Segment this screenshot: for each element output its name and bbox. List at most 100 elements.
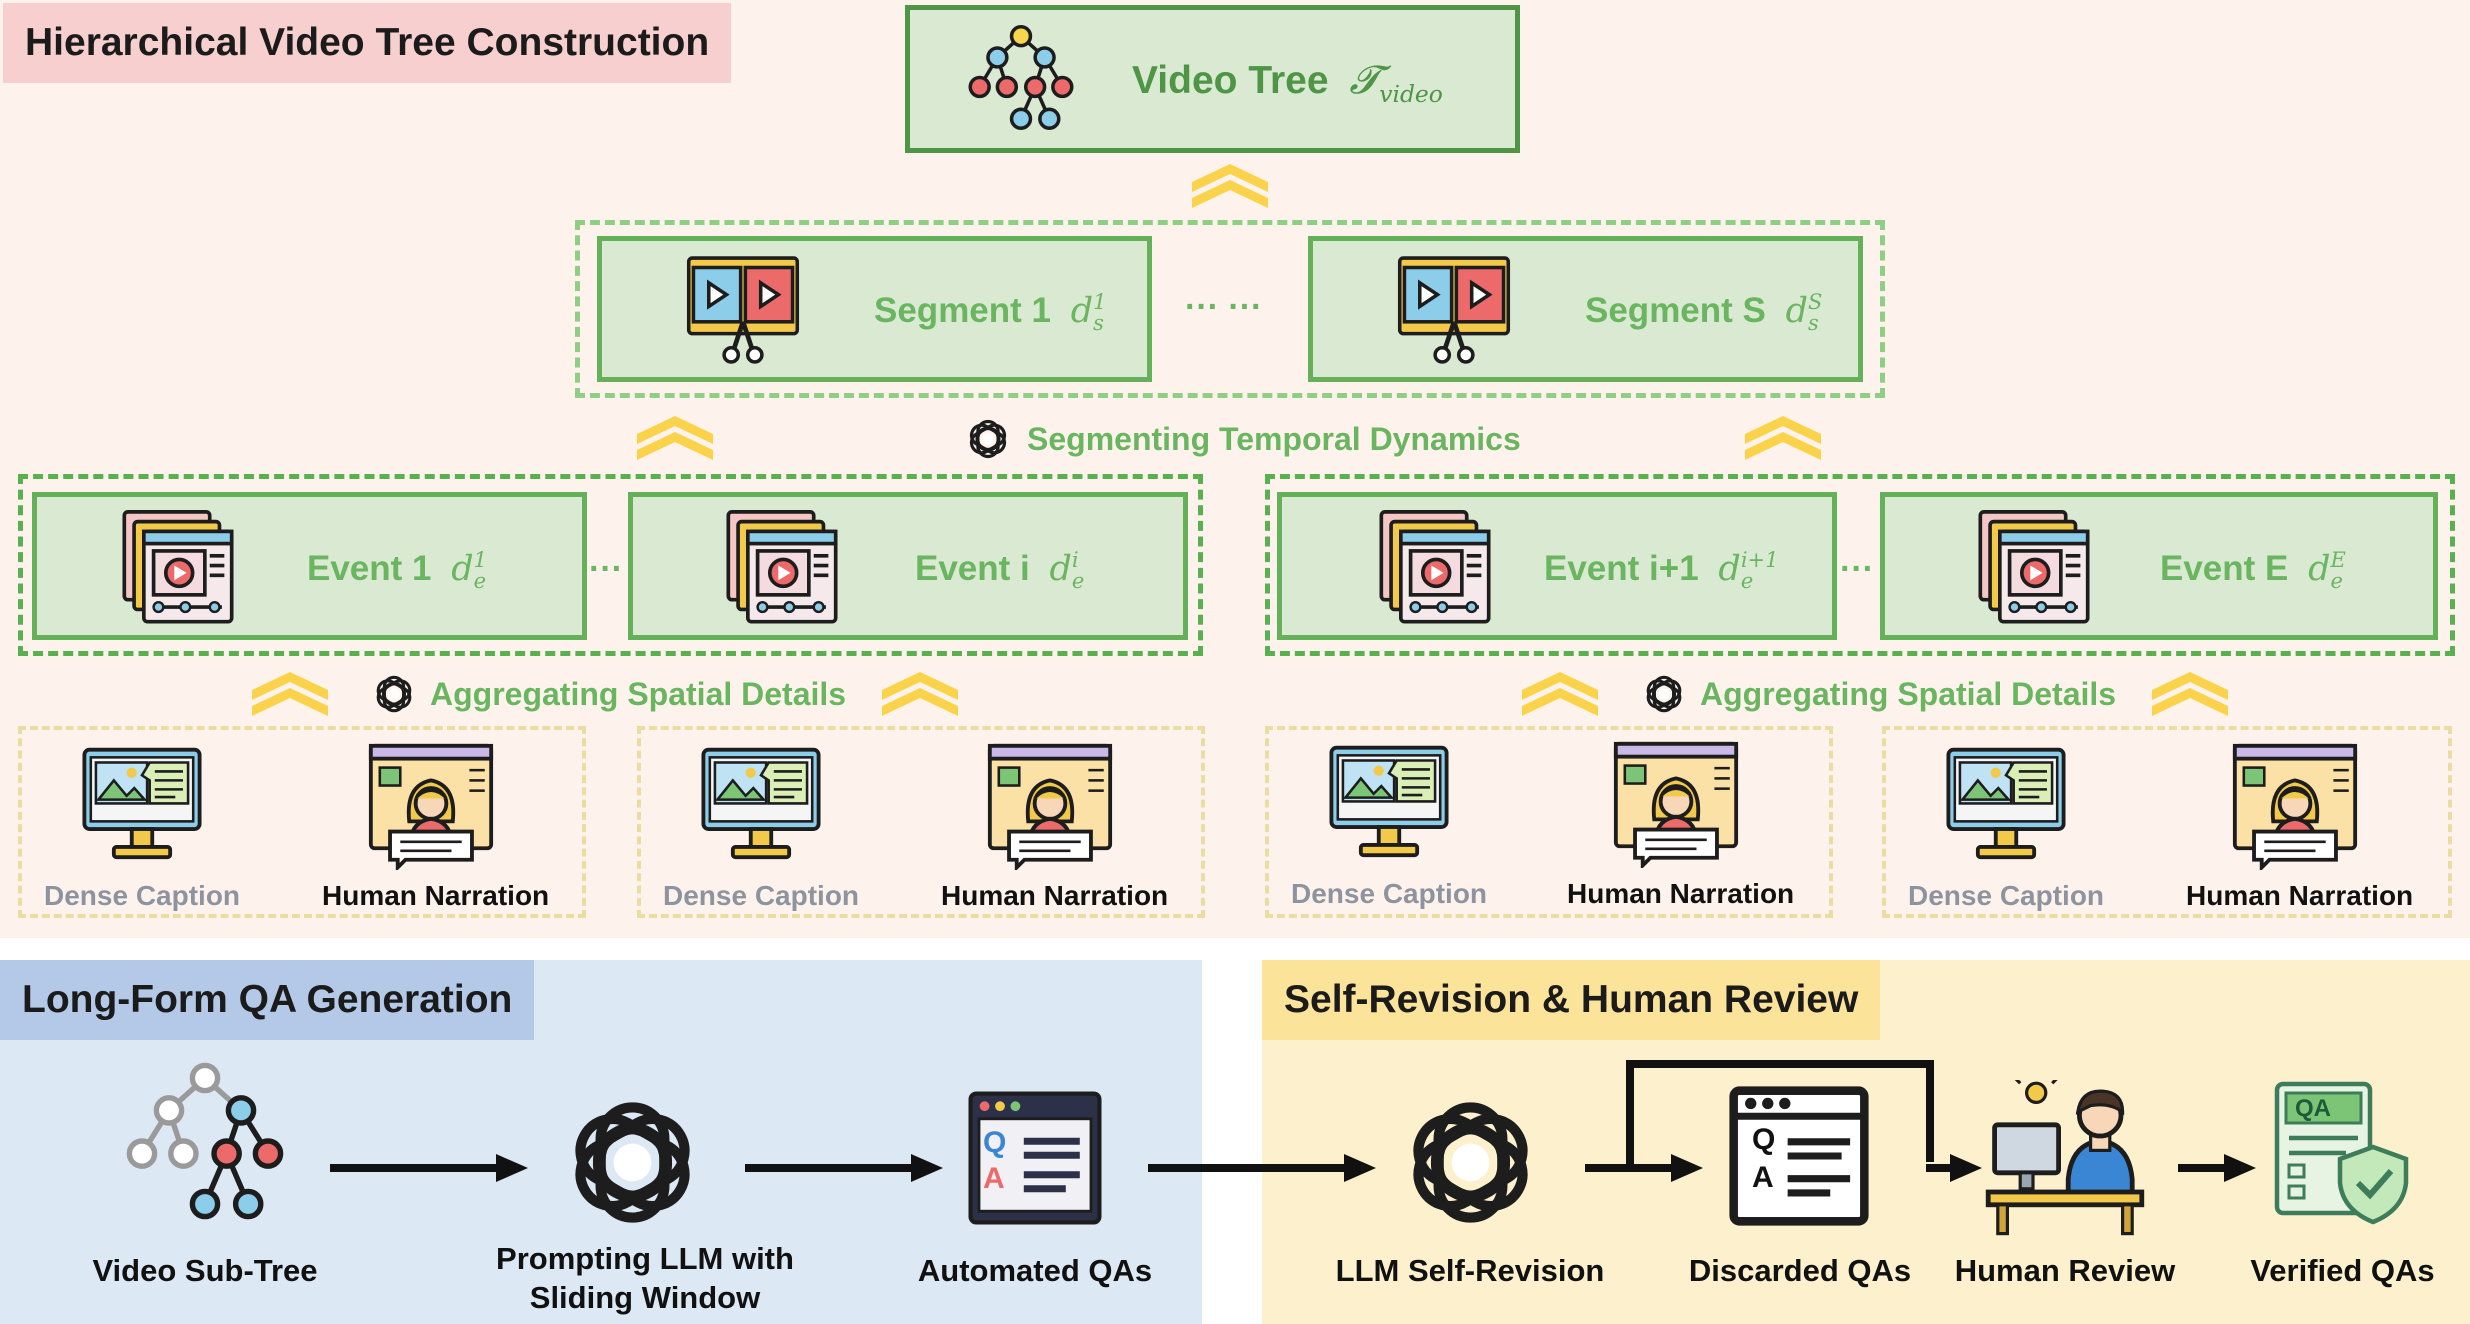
dense-caption-label: Dense Caption bbox=[1291, 878, 1488, 909]
automated-qas-label: Automated QAs bbox=[917, 1253, 1153, 1288]
chevron-up-icon bbox=[250, 668, 330, 716]
segment-math-s-sup: S bbox=[1808, 289, 1823, 314]
verified-qa-certificate: QA bbox=[2265, 1078, 2415, 1228]
chevron-up-icon bbox=[880, 668, 960, 716]
event-math-i-plus-1-symbol: d bbox=[1718, 549, 1741, 589]
aggregating-text-right: Aggregating Spatial Details bbox=[1700, 675, 2117, 712]
clip-scissors-icon bbox=[1395, 251, 1513, 369]
caption-group-1: Dense Caption Human Narration bbox=[18, 726, 586, 918]
event-label-i-text: Event i bbox=[915, 549, 1030, 588]
arrow-right-icon bbox=[330, 1154, 528, 1182]
dense-caption-label: Dense Caption bbox=[663, 880, 860, 911]
caption-group-3: Dense Caption Human Narration bbox=[1265, 726, 1833, 918]
event-math-1-symbol: d bbox=[451, 549, 474, 589]
dense-caption-label: Dense Caption bbox=[1908, 880, 2105, 911]
video-stack-icon bbox=[1374, 507, 1496, 629]
segment-label-1-text: Segment 1 bbox=[874, 291, 1051, 330]
event-math-e-symbol: d bbox=[2308, 549, 2331, 589]
caption-group-4: Dense Caption Human Narration bbox=[1882, 726, 2452, 918]
chevron-up-icon bbox=[635, 412, 715, 460]
human-narration-icon bbox=[2228, 742, 2362, 870]
events-group-left bbox=[18, 474, 1203, 656]
video-stack-icon bbox=[721, 507, 843, 629]
section-title-qa-generation: Long-Form QA Generation bbox=[0, 960, 535, 1040]
q-letter: Q bbox=[1752, 1123, 1776, 1156]
human-review-label: Human Review bbox=[1954, 1253, 2176, 1288]
prompting-llm-label: Prompting LLM with Sliding Window bbox=[470, 1240, 820, 1318]
openai-logo-icon bbox=[965, 416, 1011, 462]
image-caption-monitor-icon bbox=[78, 742, 206, 870]
section-title-tree-construction: Hierarchical Video Tree Construction bbox=[3, 3, 732, 83]
a-letter: A bbox=[983, 1162, 1005, 1195]
prompting-llm-line1: Prompting LLM with bbox=[496, 1241, 794, 1276]
video-subtree-icon bbox=[115, 1060, 295, 1240]
verified-qas-label: Verified QAs bbox=[2250, 1253, 2435, 1288]
human-narration-label: Human Narration bbox=[2186, 880, 2414, 911]
verified-shield-icon bbox=[2265, 1078, 2415, 1228]
event-math-i-plus-1-sub: e bbox=[1740, 568, 1754, 593]
segments-group bbox=[575, 220, 1885, 398]
segment-math-1-symbol: d bbox=[1070, 291, 1094, 331]
event-label-e-text: Event E bbox=[2160, 549, 2289, 588]
video-subtree-label: Video Sub-Tree bbox=[92, 1253, 318, 1288]
chevron-up-icon bbox=[2150, 668, 2230, 716]
discarded-window-icon bbox=[1728, 1085, 1870, 1227]
human-review-icon bbox=[1985, 1080, 2145, 1240]
event-label-i-plus-1-text: Event i+1 bbox=[1544, 549, 1699, 588]
event-math-i-plus-1-sup: i+1 bbox=[1740, 547, 1779, 572]
chevron-up-icon bbox=[1190, 160, 1270, 208]
aggregating-phrase-right: Aggregating Spatial Details bbox=[1642, 672, 2116, 716]
prompting-llm-line2: Sliding Window bbox=[529, 1279, 761, 1315]
chevron-up-icon bbox=[1743, 412, 1823, 460]
openai-logo-icon bbox=[1642, 672, 1686, 716]
caption-group-2: Dense Caption Human Narration bbox=[637, 726, 1205, 918]
human-narration-icon bbox=[983, 742, 1117, 870]
aggregating-phrase-left: Aggregating Spatial Details bbox=[372, 672, 846, 716]
human-narration-icon bbox=[364, 742, 498, 870]
openai-logo-icon bbox=[372, 672, 416, 716]
video-tree-math-symbol: 𝓣 bbox=[1349, 58, 1380, 103]
video-stack-icon bbox=[117, 507, 239, 629]
event-math-e-sub: e bbox=[2330, 568, 2343, 593]
segmenting-text: Segmenting Temporal Dynamics bbox=[1027, 420, 1521, 457]
segmenting-phrase: Segmenting Temporal Dynamics bbox=[965, 416, 1521, 462]
video-stack-icon bbox=[1973, 507, 2095, 629]
segment-label-s-text: Segment S bbox=[1585, 291, 1766, 330]
segment-math-s-symbol: d bbox=[1785, 291, 1809, 331]
openai-logo-icon bbox=[1398, 1090, 1543, 1235]
arrow-right-icon bbox=[1148, 1154, 1376, 1182]
clip-scissors-icon bbox=[684, 251, 802, 369]
llm-self-revision-label: LLM Self-Revision bbox=[1335, 1253, 1605, 1288]
video-tree-box: Video Tree 𝓣video bbox=[905, 5, 1520, 153]
human-narration-icon bbox=[1609, 740, 1743, 868]
event-math-e-sup: E bbox=[2330, 547, 2346, 572]
bypass-arrow-icon bbox=[1626, 1060, 1982, 1182]
q-letter: Q bbox=[983, 1126, 1007, 1159]
section-title-self-revision: Self-Revision & Human Review bbox=[1262, 960, 1881, 1040]
chevron-up-icon bbox=[1520, 668, 1600, 716]
video-tree-math-sub: video bbox=[1379, 79, 1443, 108]
event-ellipsis-left: ··· bbox=[589, 550, 623, 588]
tree-icon bbox=[962, 22, 1080, 140]
aggregating-text-left: Aggregating Spatial Details bbox=[430, 675, 847, 712]
discarded-qas-label: Discarded QAs bbox=[1688, 1253, 1912, 1288]
event-math-i-symbol: d bbox=[1049, 549, 1072, 589]
image-caption-monitor-icon bbox=[697, 742, 825, 870]
image-caption-monitor-icon bbox=[1325, 740, 1453, 868]
events-group-right bbox=[1265, 474, 2455, 656]
video-tree-label: Video Tree 𝓣video bbox=[1132, 58, 1443, 108]
arrow-right-icon bbox=[2178, 1154, 2256, 1182]
